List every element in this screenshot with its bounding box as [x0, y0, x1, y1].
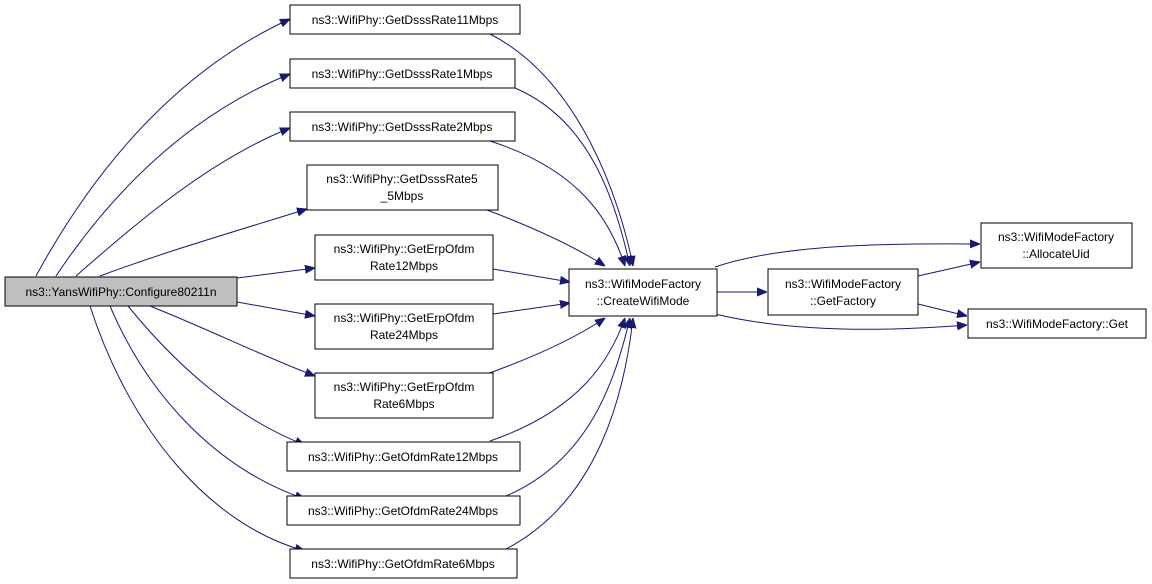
- node-dsss11[interactable]: ns3::WifiPhy::GetDsssRate11Mbps: [289, 4, 521, 35]
- node-ofdm6[interactable]: ns3::WifiPhy::GetOfdmRate6Mbps: [289, 548, 518, 579]
- edge-ofdm6-create: [505, 318, 633, 550]
- edge-dsss55-create: [486, 209, 605, 266]
- node-dsss11-label: ns3::WifiPhy::GetDsssRate11Mbps: [312, 13, 499, 27]
- edge-root-dsss55: [99, 209, 307, 277]
- node-ofdm24-label: ns3::WifiPhy::GetOfdmRate24Mbps: [308, 504, 498, 518]
- node-dsss2[interactable]: ns3::WifiPhy::GetDsssRate2Mbps: [289, 111, 516, 142]
- edges: [35, 19, 980, 551]
- node-dsss55-label-2: _5Mbps: [380, 189, 424, 203]
- edge-root-ofdm24: [109, 305, 305, 499]
- node-ofdm24[interactable]: ns3::WifiPhy::GetOfdmRate24Mbps: [286, 495, 521, 526]
- node-erp24[interactable]: ns3::WifiPhy::GetErpOfdm Rate24Mbps: [314, 303, 494, 350]
- node-allocate-label-2: ::AllocateUid: [1022, 247, 1089, 261]
- node-allocate[interactable]: ns3::WifiModeFactory ::AllocateUid: [980, 222, 1133, 269]
- node-ofdm12-label: ns3::WifiPhy::GetOfdmRate12Mbps: [308, 450, 498, 464]
- node-allocate-label-1: ns3::WifiModeFactory: [998, 230, 1114, 244]
- edge-root-ofdm6: [89, 305, 305, 551]
- node-erp12-label-1: ns3::WifiPhy::GetErpOfdm: [334, 242, 475, 256]
- node-getfactory[interactable]: ns3::WifiModeFactory ::GetFactory: [767, 268, 919, 316]
- node-dsss1[interactable]: ns3::WifiPhy::GetDsssRate1Mbps: [289, 58, 516, 89]
- node-erp24-label-2: Rate24Mbps: [370, 328, 438, 342]
- node-ofdm12[interactable]: ns3::WifiPhy::GetOfdmRate12Mbps: [286, 441, 521, 472]
- edge-dsss11-create: [489, 33, 633, 266]
- edge-dsss1-create: [514, 87, 630, 266]
- edge-ofdm12-create: [489, 318, 625, 442]
- node-getfactory-label-2: ::GetFactory: [810, 294, 876, 308]
- node-erp12-label-2: Rate12Mbps: [370, 259, 438, 273]
- node-erp6-label-2: Rate6Mbps: [373, 397, 434, 411]
- node-getfactory-label-1: ns3::WifiModeFactory: [785, 277, 901, 291]
- node-dsss55-label-1: ns3::WifiPhy::GetDsssRate5: [326, 172, 478, 186]
- edge-getfactory-allocate: [917, 262, 980, 277]
- edge-erp24-create: [492, 303, 570, 315]
- edge-root-erp6: [149, 305, 315, 376]
- edge-root-ofdm12: [127, 305, 305, 445]
- node-create[interactable]: ns3::WifiModeFactory ::CreateWifiMode: [568, 268, 718, 317]
- node-root-label: ns3::YansWifiPhy::Configure80211n: [26, 285, 217, 299]
- node-dsss1-label: ns3::WifiPhy::GetDsssRate1Mbps: [312, 67, 493, 81]
- node-get[interactable]: ns3::WifiModeFactory::Get: [967, 308, 1147, 339]
- edge-root-erp24: [236, 301, 315, 316]
- node-create-label-1: ns3::WifiModeFactory: [585, 277, 701, 291]
- edge-ofdm24-create: [505, 318, 630, 497]
- node-erp12[interactable]: ns3::WifiPhy::GetErpOfdm Rate12Mbps: [314, 234, 494, 281]
- edge-dsss2-create: [489, 140, 625, 266]
- edge-root-dsss2: [75, 128, 290, 277]
- edge-erp12-create: [492, 268, 570, 282]
- edge-root-dsss1: [55, 74, 290, 277]
- node-erp24-label-1: ns3::WifiPhy::GetErpOfdm: [334, 311, 475, 325]
- node-erp6[interactable]: ns3::WifiPhy::GetErpOfdm Rate6Mbps: [314, 372, 494, 419]
- node-dsss55[interactable]: ns3::WifiPhy::GetDsssRate5 _5Mbps: [306, 164, 499, 211]
- node-ofdm6-label: ns3::WifiPhy::GetOfdmRate6Mbps: [311, 557, 494, 571]
- edge-root-erp12: [236, 268, 315, 279]
- edge-create-get: [714, 313, 967, 329]
- node-get-label: ns3::WifiModeFactory::Get: [986, 317, 1129, 331]
- node-root[interactable]: ns3::YansWifiPhy::Configure80211n: [4, 276, 238, 307]
- node-dsss2-label: ns3::WifiPhy::GetDsssRate2Mbps: [312, 120, 493, 134]
- edge-getfactory-get: [917, 303, 967, 316]
- node-create-label-2: ::CreateWifiMode: [597, 294, 690, 308]
- node-erp6-label-1: ns3::WifiPhy::GetErpOfdm: [334, 380, 475, 394]
- edge-erp6-create: [483, 318, 605, 376]
- edge-create-allocate: [714, 244, 980, 268]
- edge-root-dsss11: [35, 19, 290, 277]
